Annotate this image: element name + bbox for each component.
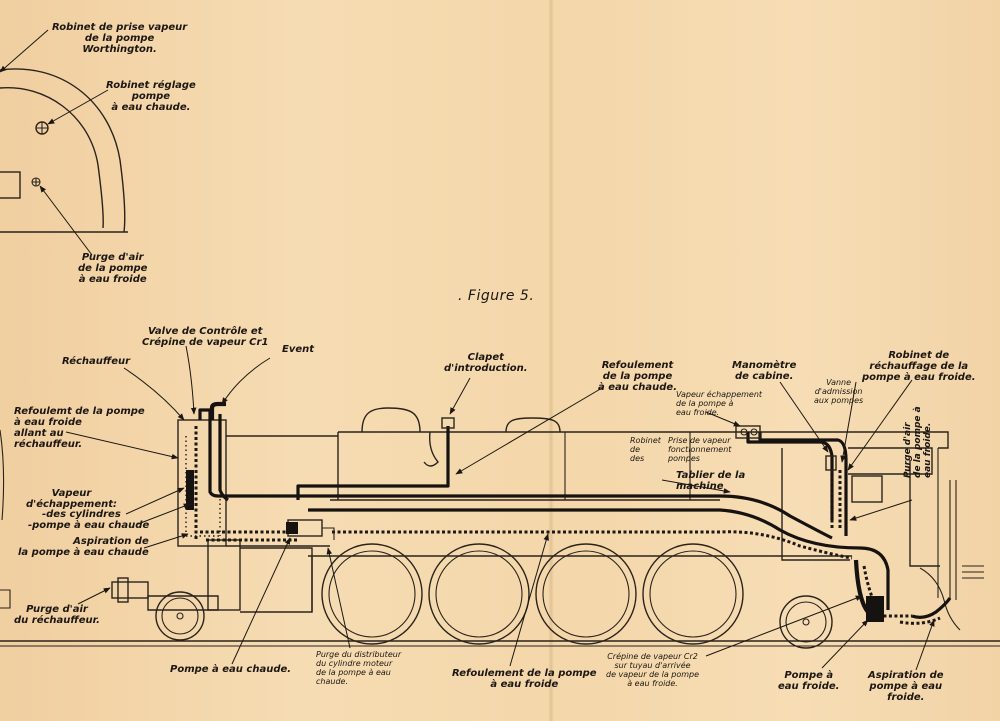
manometre-fitting xyxy=(825,455,837,471)
label-valve-controle: Valve de Contrôle et Crépine de vapeur C… xyxy=(142,326,269,348)
label-vapeur-pompe-eau-chaude: -pompe à eau chaude xyxy=(28,520,150,531)
label-refoulement-pompe-eau-froide-rechauffeur: Refoulemt de la pompe à eau froide allan… xyxy=(14,406,145,450)
label-crepine-cr2: Crépine de vapeur Cr2 sur tuyau d'arrivé… xyxy=(606,652,700,688)
backplate-leaders xyxy=(0,29,109,256)
backplate-detail xyxy=(0,68,128,233)
piping xyxy=(185,401,952,625)
cab-handrail xyxy=(949,480,957,600)
label-refoulement-pompe-eau-froide: Refoulement de la pompe à eau froide xyxy=(452,668,597,690)
driving-wheels xyxy=(321,543,833,649)
label-robinet-prise-vapeur: Robinet de prise vapeur de la pompe Wort… xyxy=(52,22,188,55)
label-vapeur-echappement-froide: Vapeur échappement de la pompe à eau fro… xyxy=(676,390,763,417)
label-aspiration-pompe-eau-froide: Aspiration de pompe à eau froide. xyxy=(868,670,944,703)
label-manometre: Manomètre de cabine. xyxy=(732,360,797,382)
label-purge-air-pompe-eau-froide-detail: Purge d'air de la pompe à eau froide xyxy=(78,252,148,285)
label-purge-distributeur: Purge du distributeur du cylindre moteur… xyxy=(316,650,402,686)
label-purge-rechauffeur: Purge d'air du réchauffeur. xyxy=(14,604,100,626)
rails xyxy=(0,640,1000,647)
prise-vapeur-fitting xyxy=(735,425,761,439)
label-event: Event xyxy=(282,344,315,355)
label-prise-vapeur: Prise de vapeur fonctionnement pompes xyxy=(668,436,732,463)
locomotive-body xyxy=(177,407,984,631)
label-robinet-des: Robinet de des xyxy=(630,436,661,463)
label-rechauffeur: Réchauffeur xyxy=(62,356,131,367)
sand-dome xyxy=(505,417,561,433)
cab-roof xyxy=(848,447,933,475)
label-clapet: Clapet d'introduction. xyxy=(444,352,528,374)
label-vapeur-cylindres: -des cylindres xyxy=(42,509,121,520)
label-aspiration-pompe-eau-chaude: Aspiration de la pompe à eau chaude xyxy=(18,536,149,558)
pony-wheel xyxy=(155,591,205,641)
label-robinet-reglage: Robinet réglage pompe à eau chaude. xyxy=(106,80,196,113)
label-refoulement-pompe-eau-chaude: Refoulement de la pompe à eau chaude. xyxy=(598,360,678,393)
label-vapeur-echappement: Vapeur d'échappement: xyxy=(26,488,117,510)
label-vanne-admission: Vanne d'admission aux pompes xyxy=(814,378,864,405)
cold-water-pump-body xyxy=(866,596,884,622)
label-tablier: Tablier de la machine xyxy=(676,470,746,492)
label-robinet-rechauffage: Robinet de réchauffage de la pompe à eau… xyxy=(862,350,976,383)
label-leaders xyxy=(65,345,935,671)
paper-fold xyxy=(548,0,554,721)
label-purge-air-pompe-eau-froide: Purge d'air de la pompe à eau froide. xyxy=(903,406,933,478)
cab-front xyxy=(781,448,850,561)
label-pompe-eau-froide: Pompe à eau froide. xyxy=(778,670,840,692)
clapet-fitting xyxy=(441,417,455,429)
dome xyxy=(361,407,421,433)
trailing-wheel xyxy=(779,595,833,649)
figure-title: . Figure 5. xyxy=(458,288,535,304)
label-pompe-eau-chaude: Pompe à eau chaude. xyxy=(170,664,292,675)
